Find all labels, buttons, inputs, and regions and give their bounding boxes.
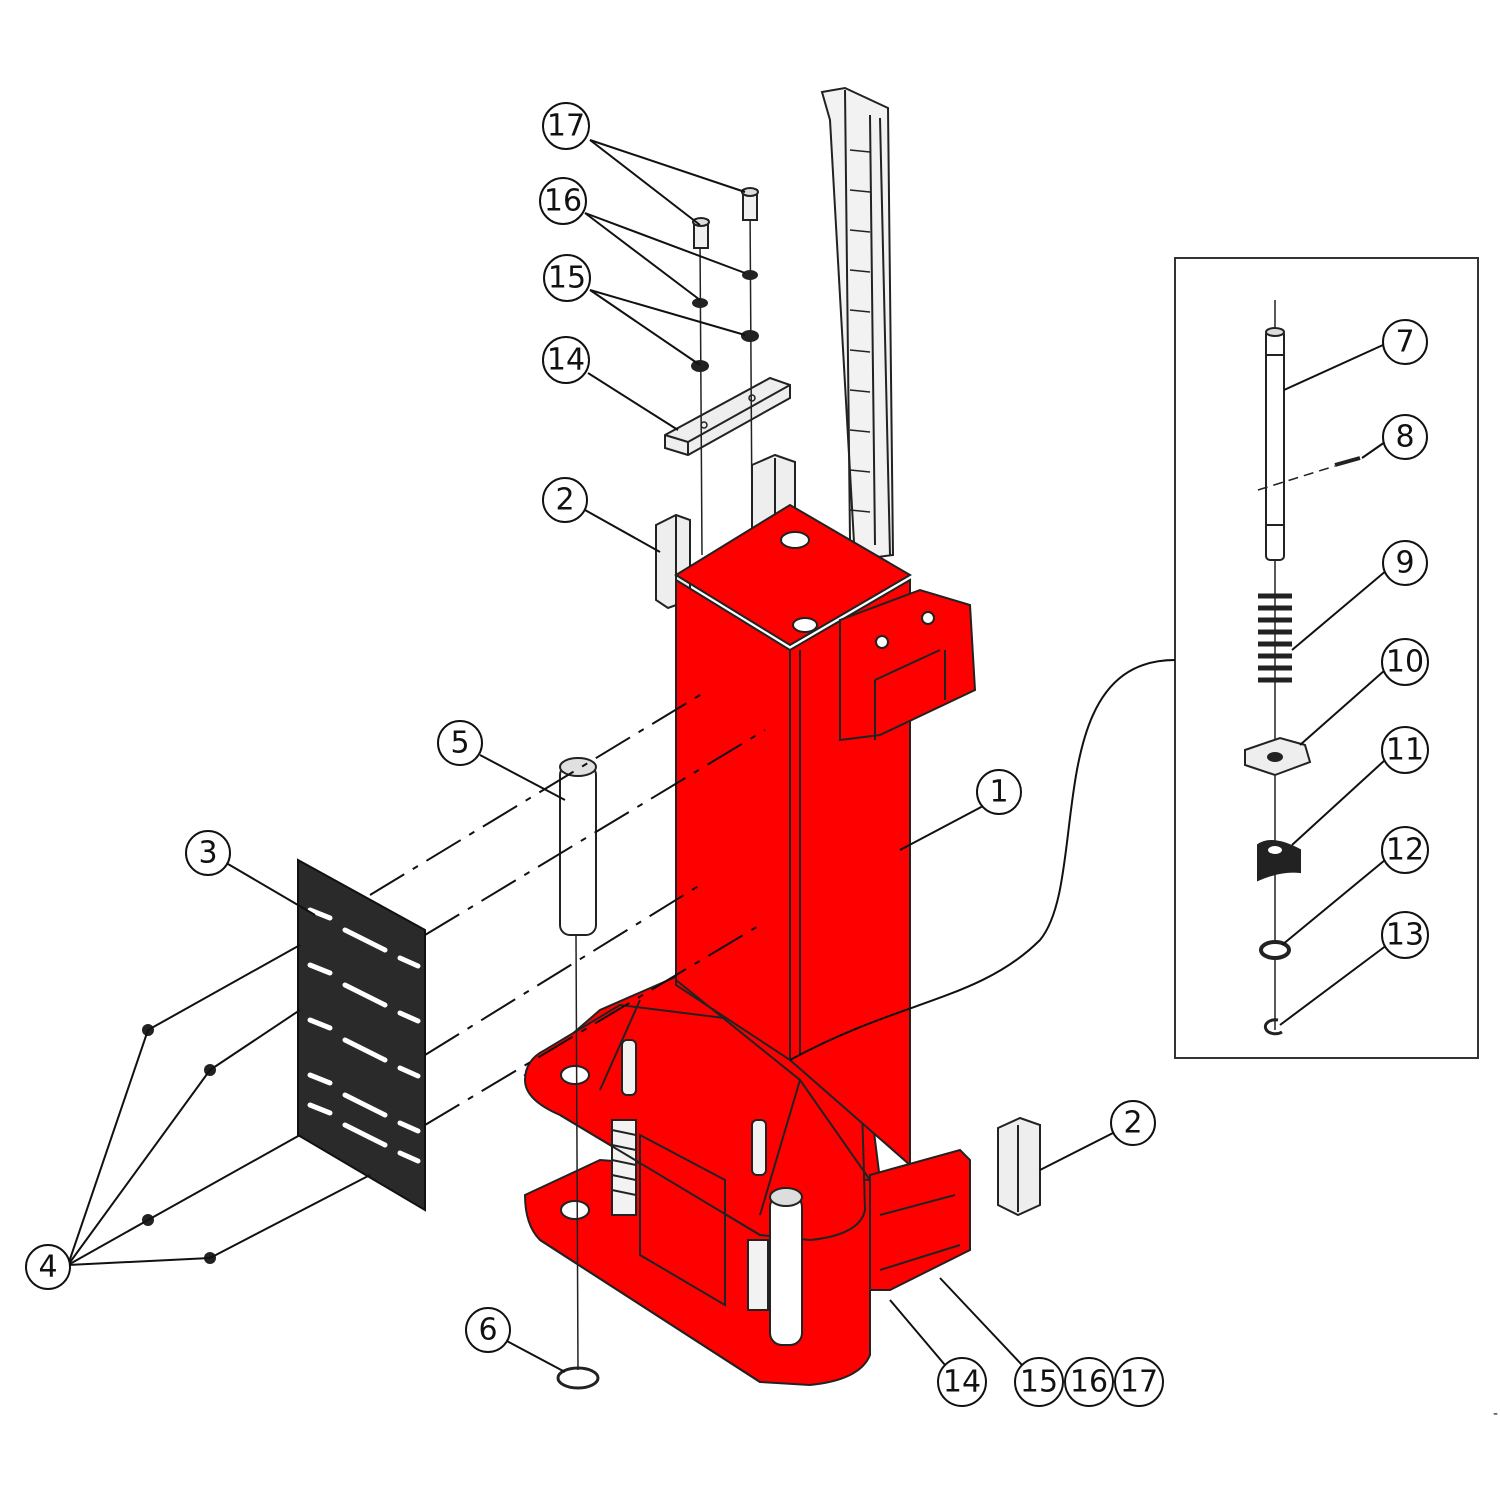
svg-text:14: 14 (547, 343, 585, 378)
svg-text:3: 3 (198, 836, 217, 871)
pivot-pin (559, 757, 597, 1371)
svg-text:5: 5 (450, 726, 469, 761)
balloon-10: 10 (1381, 638, 1429, 686)
retaining-ring (556, 1366, 600, 1390)
svg-text:15: 15 (1020, 1365, 1058, 1400)
svg-text:17: 17 (1120, 1365, 1158, 1400)
balloon-11: 11 (1381, 726, 1429, 774)
svg-text:15: 15 (548, 261, 586, 296)
balloon-17-bottom: 17 (1114, 1357, 1164, 1407)
balloon-15-top: 15 (543, 254, 591, 302)
spacer-block-front-right (997, 1116, 1041, 1217)
balloon-7: 7 (1382, 319, 1428, 365)
svg-text:10: 10 (1386, 645, 1424, 680)
guide-rail (820, 86, 895, 562)
top-clamp-plate (664, 376, 791, 457)
alignment-lines (369, 691, 766, 1126)
balloon-6: 6 (465, 1307, 511, 1353)
svg-text:17: 17 (547, 109, 585, 144)
main-column-body (523, 503, 977, 1387)
svg-text:12: 12 (1386, 833, 1424, 868)
svg-text:7: 7 (1395, 325, 1414, 360)
svg-text:14: 14 (943, 1365, 981, 1400)
svg-text:8: 8 (1395, 420, 1414, 455)
balloon-12: 12 (1381, 826, 1429, 874)
svg-text:13: 13 (1386, 918, 1424, 953)
balloon-2-right: 2 (1110, 1100, 1156, 1146)
balloon-4: 4 (25, 1244, 71, 1290)
grate-screws (142, 1024, 216, 1264)
balloon-8: 8 (1382, 414, 1428, 460)
svg-text:2: 2 (555, 483, 574, 518)
svg-text:6: 6 (478, 1313, 497, 1348)
balloon-2-left: 2 (542, 477, 588, 523)
balloon-17-top: 17 (542, 102, 590, 150)
detail-parts (1244, 300, 1361, 1036)
svg-text:2: 2 (1123, 1106, 1142, 1141)
svg-text:1: 1 (989, 775, 1008, 810)
svg-text:11: 11 (1386, 733, 1424, 768)
balloon-3: 3 (185, 830, 231, 876)
balloon-14-bottom: 14 (937, 1357, 987, 1407)
balloon-15-bottom: 15 (1014, 1357, 1064, 1407)
balloon-14-top: 14 (542, 336, 590, 384)
grate-panel (297, 858, 426, 1212)
svg-text:16: 16 (544, 184, 582, 219)
balloon-1: 1 (976, 769, 1022, 815)
balloon-16-top: 16 (539, 177, 587, 225)
svg-text:4: 4 (38, 1250, 57, 1285)
svg-text:16: 16 (1070, 1365, 1108, 1400)
callout-balloons: 17 16 15 14 2 5 3 4 6 1 2 14 15 16 17 7 … (25, 102, 1429, 1407)
balloon-16-bottom: 16 (1064, 1357, 1114, 1407)
corner-mark: - (1493, 1406, 1498, 1422)
balloon-13: 13 (1381, 911, 1429, 959)
leader-lines (67, 139, 1388, 1373)
top-fasteners (691, 187, 759, 556)
balloon-9: 9 (1382, 540, 1428, 586)
svg-text:9: 9 (1395, 546, 1414, 581)
balloon-5: 5 (437, 720, 483, 766)
